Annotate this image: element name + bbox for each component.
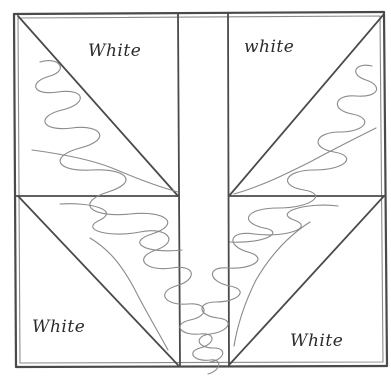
shading-top-right [230, 65, 377, 242]
shading-bottom-left [60, 204, 219, 374]
shading-bottom-left-2 [90, 238, 168, 350]
sashing-right-edge [228, 13, 229, 366]
label-top-left: White [88, 41, 141, 61]
shading-bottom-right-2 [234, 222, 310, 346]
block-inner-border [18, 16, 383, 363]
sashing-left-edge [178, 14, 180, 366]
label-bottom-right: White [290, 331, 343, 351]
block-outer-border [14, 12, 387, 367]
label-top-right: white [244, 37, 294, 57]
shading-top-right-2 [234, 128, 376, 194]
shading-top-left [36, 61, 182, 251]
label-bottom-left: White [32, 317, 85, 337]
